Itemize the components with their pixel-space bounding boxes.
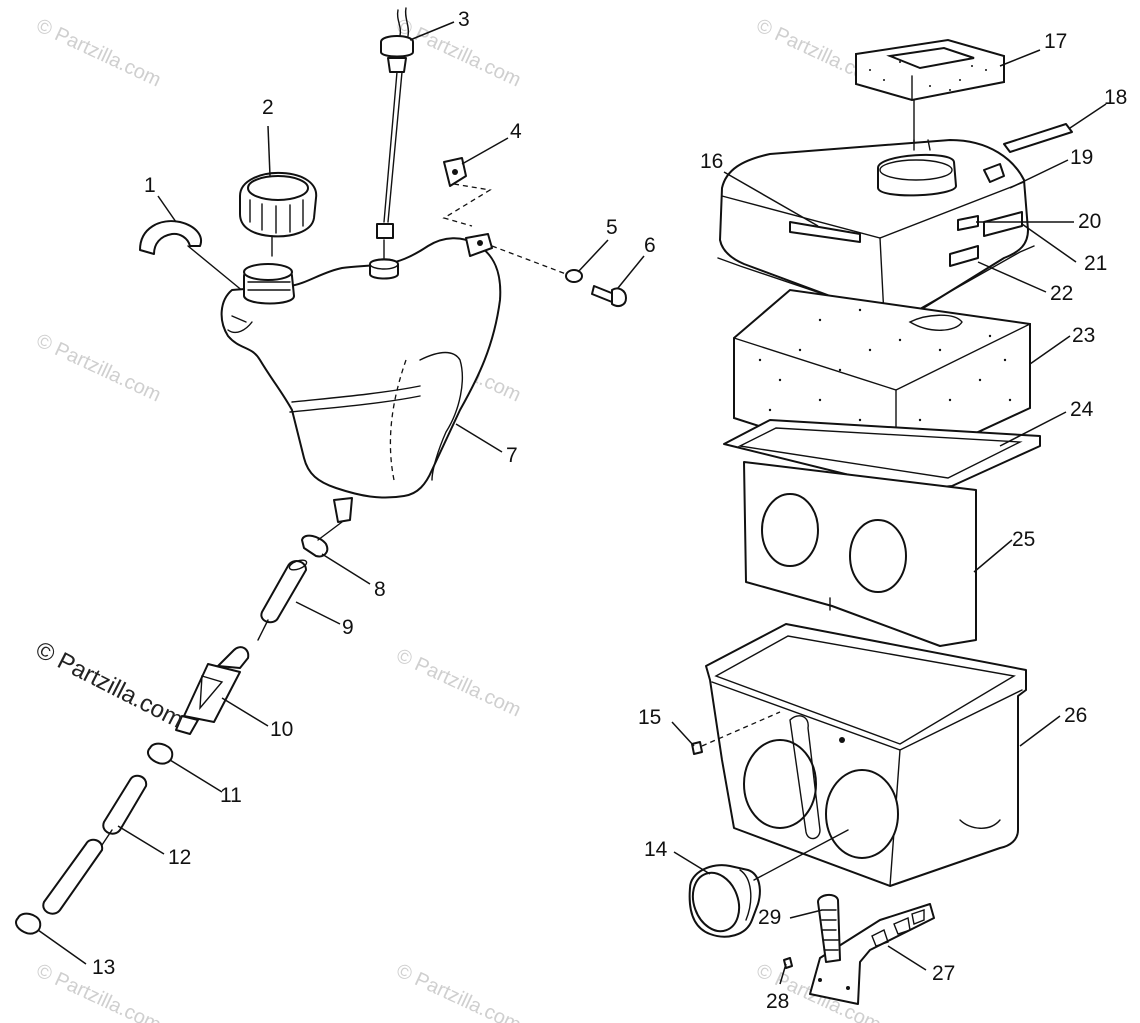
part-1-vent-hose [139, 220, 245, 293]
callout-26: 26 [1064, 704, 1087, 727]
watermark: © Partzilla.com [33, 330, 164, 407]
callout-11: 11 [220, 784, 242, 807]
watermark: © Partzilla.com [393, 960, 524, 1023]
part-15-screw [691, 711, 781, 755]
leader-lines [37, 21, 1107, 985]
part-6-bolt [591, 285, 627, 307]
callout-12: 12 [168, 846, 191, 869]
part-10-fuel-valve [175, 646, 250, 735]
part-19-airbox-cover [717, 139, 1035, 321]
watermark: © Partzilla.com [33, 15, 164, 92]
part-13-hose-clamp [15, 912, 42, 935]
part-26-airbox-base [705, 623, 1027, 887]
part-5-washer [491, 245, 583, 283]
callout-17: 17 [1044, 30, 1067, 53]
part-9-fuel-line [257, 559, 308, 641]
callout-9: 9 [342, 616, 354, 639]
callout-5: 5 [606, 216, 618, 239]
callout-23: 23 [1072, 324, 1095, 347]
callout-29: 29 [758, 906, 781, 929]
callout-7: 7 [506, 444, 518, 467]
part-17-foam-seal [855, 38, 1005, 147]
part-11-hose-clamp [147, 742, 174, 765]
part-14-intake-boot [688, 829, 849, 938]
callout-2: 2 [262, 96, 274, 119]
part-2-fuel-cap [239, 171, 318, 257]
callout-10: 10 [270, 718, 293, 741]
callout-25: 25 [1012, 528, 1035, 551]
callout-8: 8 [374, 578, 386, 601]
callout-27: 27 [932, 962, 955, 985]
callout-labels: 1 2 3 4 5 6 7 8 9 10 11 12 13 14 15 16 1… [92, 8, 1127, 1013]
callout-22: 22 [1050, 282, 1073, 305]
callout-4: 4 [510, 120, 522, 143]
callout-15: 15 [638, 706, 661, 729]
part-8-hose-clamp [301, 521, 343, 558]
callout-3: 3 [458, 8, 470, 31]
part-7-fuel-tank [220, 233, 502, 523]
part-18-strap [1003, 123, 1073, 153]
watermark: © Partzilla.com [393, 645, 524, 722]
part-25-backing-plate [743, 461, 977, 647]
copyright-text: © Partzilla.com [31, 636, 187, 733]
callout-6: 6 [644, 234, 656, 257]
callout-18: 18 [1104, 86, 1127, 109]
callout-21: 21 [1084, 252, 1107, 275]
callout-19: 19 [1070, 146, 1093, 169]
callout-24: 24 [1070, 398, 1094, 421]
callout-20: 20 [1078, 210, 1101, 233]
part-4-clip [442, 157, 492, 227]
callout-1: 1 [144, 174, 156, 197]
part-12-fuel-line [42, 774, 148, 915]
callout-16: 16 [700, 150, 723, 173]
part-27-bracket [809, 903, 935, 1005]
part-29-strap [817, 894, 841, 963]
callout-14: 14 [644, 838, 668, 861]
part-3-fuel-gauge-rod [376, 7, 414, 259]
callout-28: 28 [766, 990, 789, 1013]
callout-13: 13 [92, 956, 115, 979]
